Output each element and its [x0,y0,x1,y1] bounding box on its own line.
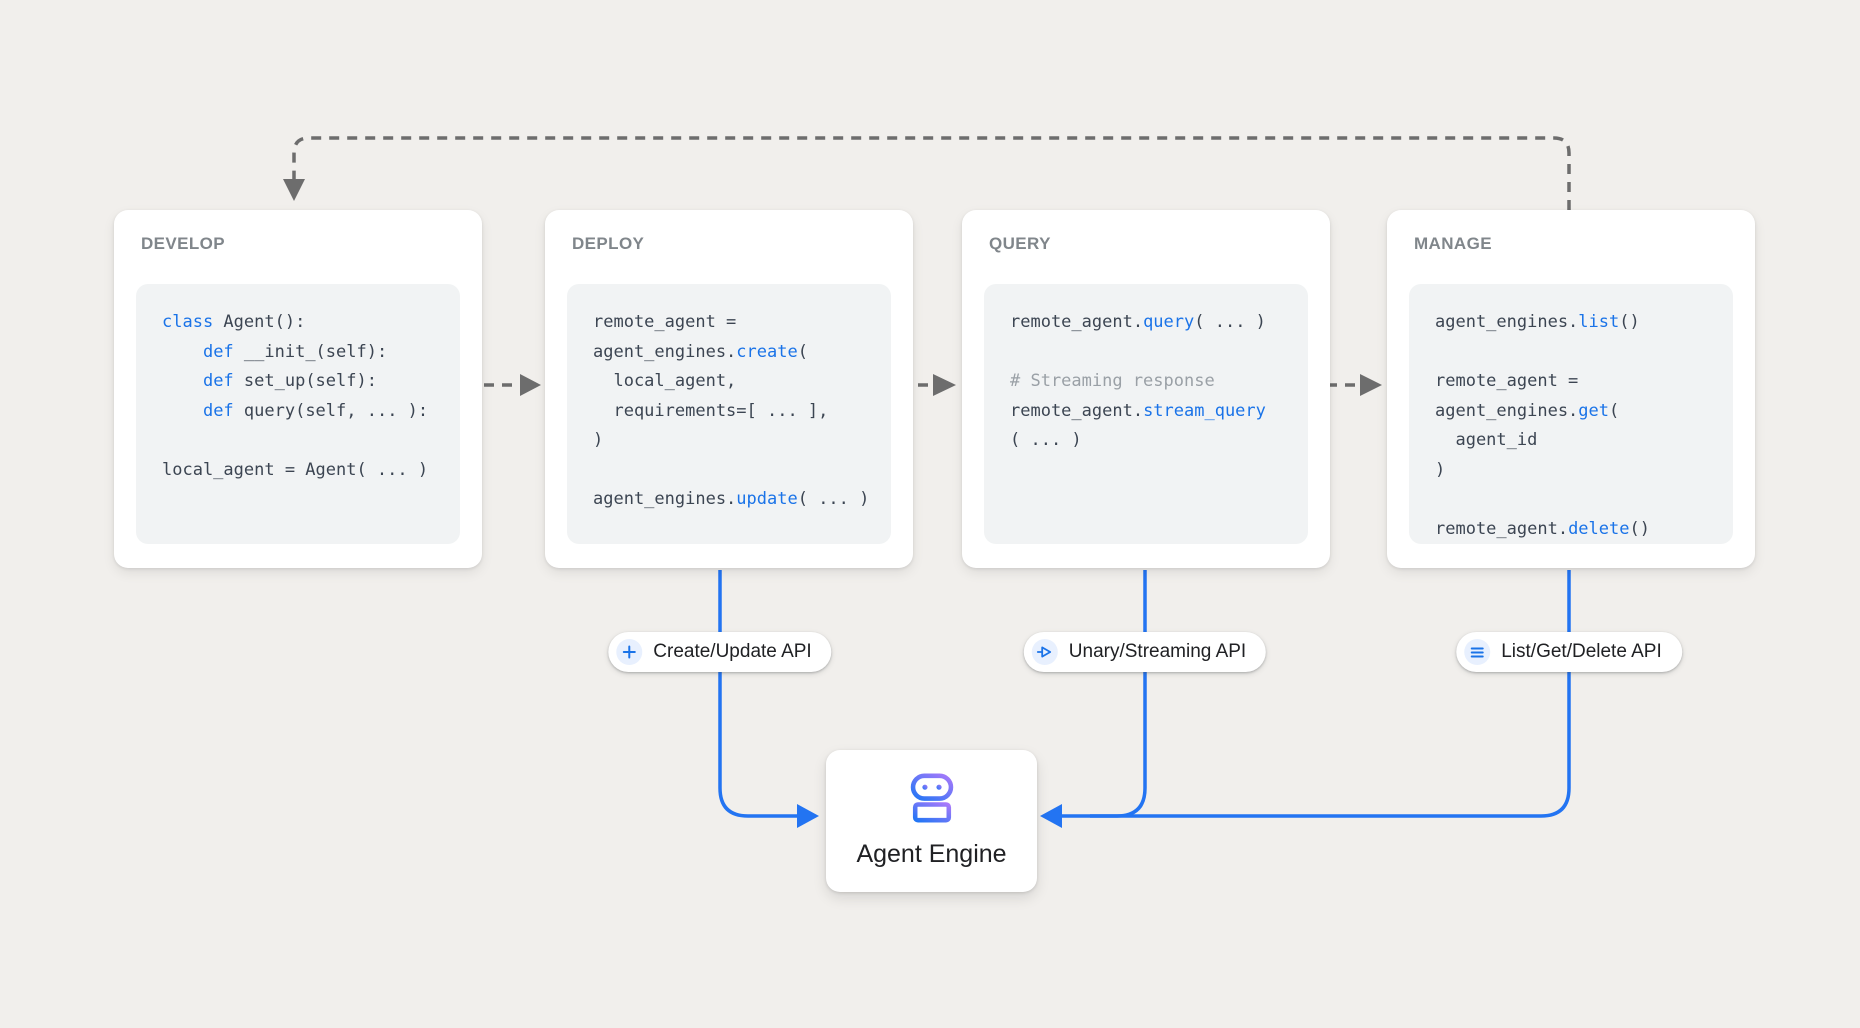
deploy-card-title: DEPLOY [572,234,645,253]
code-line: def query(self, ... ): [202,400,429,421]
develop-card: DEVELOP class Agent(): def __init_(self)… [114,210,482,568]
develop-code-block: class Agent(): def __init_(self): def se… [136,284,460,544]
code-line: requirements=[ ... ], [593,400,829,421]
code-line: local_agent = Agent( ... ) [162,459,429,480]
unary-streaming-api-pill: Unary/Streaming API [1023,632,1267,672]
code-line: remote_agent.query( ... ) [1010,312,1266,332]
deploy-code-block: remote_agent = agent_engines.create( loca… [567,284,891,544]
manage-to-develop-loop-line [292,136,1571,210]
code-line [162,426,460,456]
code-line: # Streaming response [1010,371,1215,391]
code-line [593,456,891,486]
code-line: ) [1435,459,1446,480]
deploy-to-engine-arrowhead-icon [797,804,819,828]
unary-streaming-api-label: Unary/Streaming API [1068,641,1247,662]
code-line: agent_engines.list() [1435,312,1640,332]
develop-to-deploy-arrowhead-icon [520,374,541,396]
code-line: agent_engines.get( [1435,400,1620,421]
code-line: agent_engines.create( [593,341,808,362]
agent-engine-label: Agent Engine [856,840,1007,868]
create-update-api-pill: Create/Update API [608,632,832,672]
code-line: remote_agent = [1435,371,1579,391]
code-line: remote_agent.delete() [1435,518,1650,539]
manage-card-title: MANAGE [1414,234,1492,253]
query-to-engine-arrowhead-icon [1040,804,1062,828]
code-line: def __init_(self): [202,341,388,362]
code-line: ( ... ) [1010,430,1082,450]
code-line [1435,338,1733,368]
loop-arrowhead-down-icon [283,179,305,201]
code-line: def set_up(self): [202,371,377,391]
code-line: remote_agent = [593,312,737,332]
code-line: agent_engines.update( ... ) [593,489,870,509]
code-line: ) [593,430,604,450]
manage-card: MANAGE agent_engines.list() remote_agent… [1387,210,1755,568]
robot-icon [906,773,958,828]
deploy-to-query-arrowhead-icon [933,374,956,396]
list-get-delete-api-pill: List/Get/Delete API [1456,632,1682,672]
manage-code-block: agent_engines.list() remote_agent = agent… [1409,284,1733,544]
query-code-block: remote_agent.query( ... ) # Streaming re… [984,284,1308,544]
query-to-manage-arrowhead-icon [1360,374,1382,396]
code-line [1010,338,1308,368]
develop-card-title: DEVELOP [141,234,226,253]
manage-to-engine-line [1090,570,1571,818]
code-line: remote_agent.stream_query [1010,400,1266,421]
create-update-api-label: Create/Update API [653,641,812,662]
deploy-card: DEPLOY remote_agent = agent_engines.creat… [545,210,913,568]
code-line: agent_id [1435,430,1538,450]
send-icon [1031,639,1058,665]
query-card-title: QUERY [989,234,1051,253]
code-line [1435,485,1733,515]
deploy-to-engine-line [718,570,797,818]
query-card: QUERY remote_agent.query( ... ) # Stream… [962,210,1330,568]
code-line: local_agent, [593,371,737,391]
list-icon [1464,639,1491,665]
agent-engine-node: Agent Engine [826,750,1037,892]
code-line: class Agent(): [162,312,306,332]
plus-icon [616,639,643,665]
list-get-delete-api-label: List/Get/Delete API [1501,641,1662,662]
query-to-engine-line [1062,570,1147,818]
